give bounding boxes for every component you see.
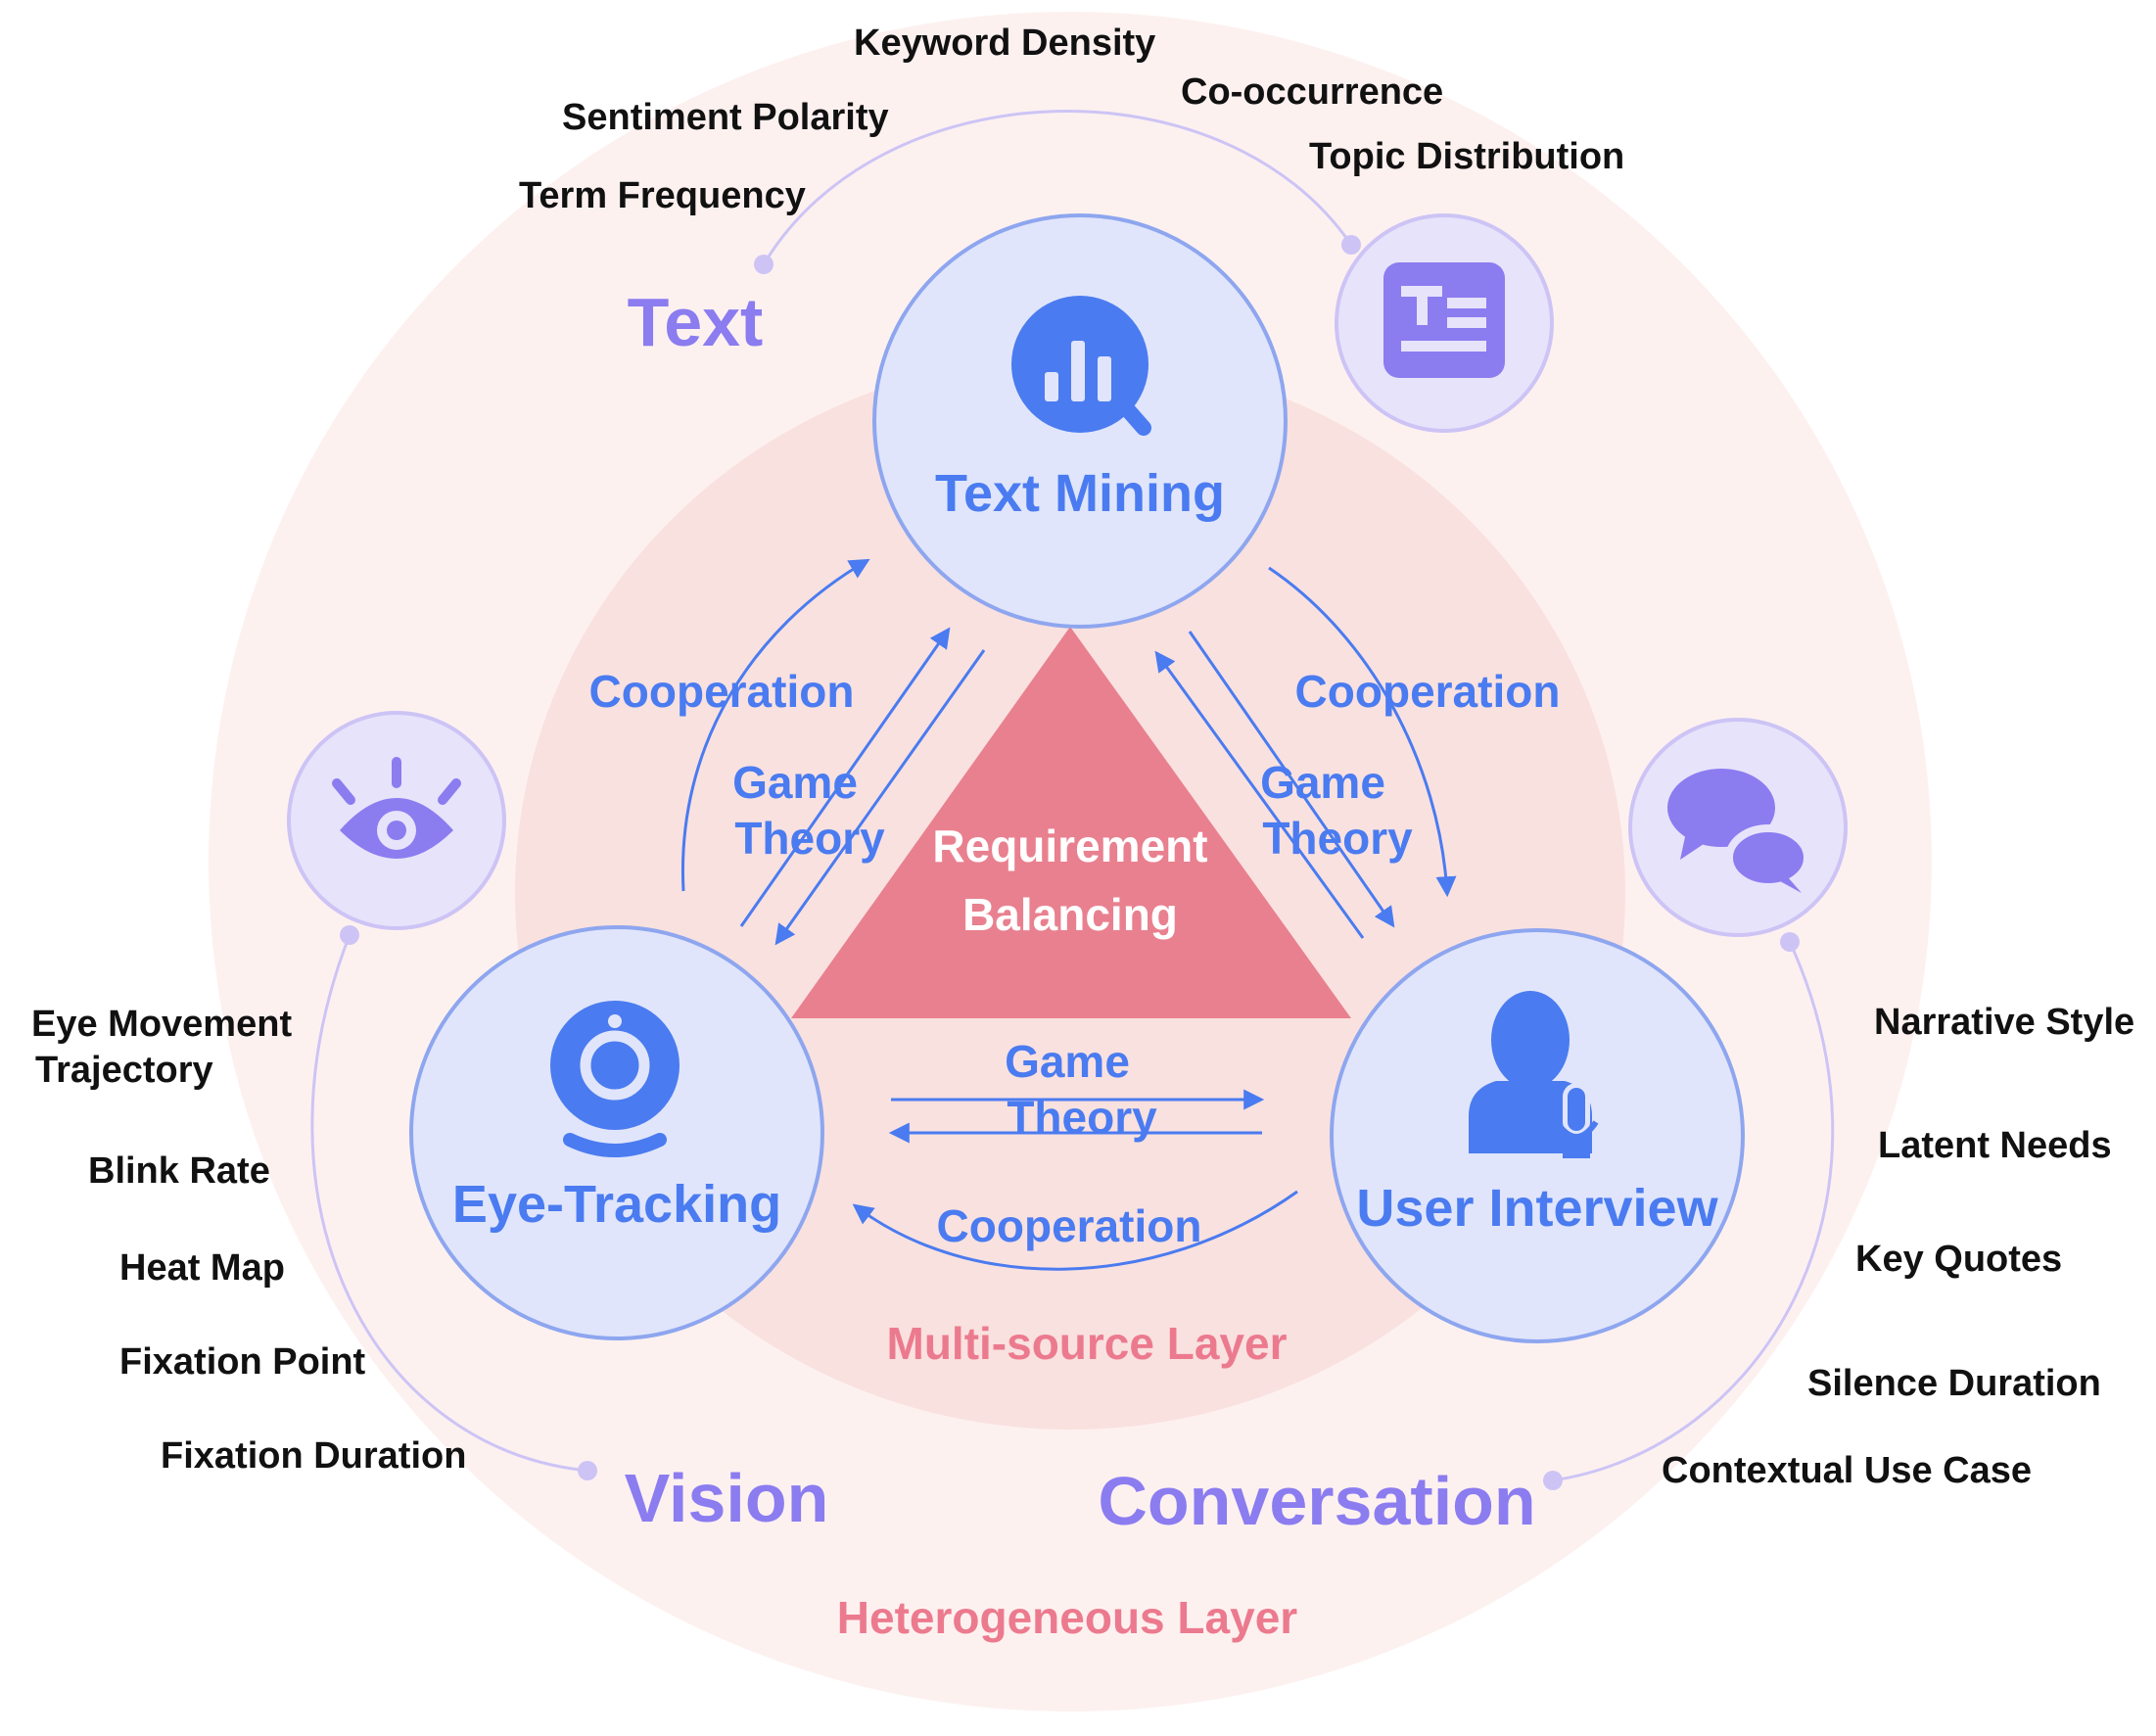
text-feature-connector xyxy=(762,110,1353,265)
right-game-arrow-up xyxy=(1154,650,1365,939)
multisource-layer-label: Multi-source Layer xyxy=(887,1318,1288,1369)
feature-narrative-style: Narrative Style xyxy=(1874,1002,2134,1043)
left-cooperation-arrow xyxy=(680,558,870,892)
feature-keyword-density: Keyword Density xyxy=(854,23,1155,64)
left-cooperation-label: Cooperation xyxy=(589,666,855,717)
conversation-modality-badge xyxy=(1628,718,1848,937)
vision-feature-connector xyxy=(310,934,588,1473)
feature-fixation-point: Fixation Point xyxy=(119,1341,366,1383)
vision-connector-dot-bottom xyxy=(578,1461,597,1480)
right-game-label-2: Theory xyxy=(1262,813,1413,864)
vision-connector-dot-top xyxy=(340,925,359,945)
right-game-arrow-down xyxy=(1188,631,1395,928)
feature-sentiment-polarity: Sentiment Polarity xyxy=(562,97,889,138)
right-game-label-1: Game xyxy=(1260,757,1385,808)
feature-co-occurrence: Co-occurrence xyxy=(1181,71,1443,113)
text-modality-badge xyxy=(1335,213,1554,433)
bottom-cooperation-arrow xyxy=(852,1190,1298,1271)
user-interview-label: User Interview xyxy=(1356,1179,1718,1238)
feature-fixation-duration: Fixation Duration xyxy=(161,1435,466,1477)
conversation-connector-dot-bottom xyxy=(1543,1471,1563,1490)
feature-eye-movement: Eye Movement xyxy=(31,1004,292,1045)
webcam-icon xyxy=(550,1001,680,1157)
vision-modality-badge xyxy=(287,711,506,930)
eye-tracking-node: Eye-Tracking xyxy=(409,925,824,1340)
left-game-label-1: Game xyxy=(732,757,858,808)
text-connector-dot-right xyxy=(1341,235,1361,255)
user-microphone-icon xyxy=(1469,991,1599,1158)
user-interview-node: User Interview xyxy=(1330,928,1745,1343)
chart-search-icon xyxy=(1011,296,1151,436)
heterogeneous-layer-label: Heterogeneous Layer xyxy=(837,1592,1297,1643)
feature-latent-needs: Latent Needs xyxy=(1878,1125,2112,1166)
bottom-game-label-2: Theory xyxy=(1007,1092,1157,1143)
text-modality-label: Text xyxy=(628,284,764,360)
vision-modality-label: Vision xyxy=(625,1460,829,1536)
feature-topic-distribution: Topic Distribution xyxy=(1309,136,1624,177)
center-label-line2: Balancing xyxy=(962,889,1178,940)
center-label-line1: Requirement xyxy=(932,821,1207,871)
text-document-icon xyxy=(1383,262,1505,378)
left-game-arrow-up xyxy=(739,627,951,927)
right-cooperation-arrow xyxy=(1268,566,1457,898)
feature-contextual-use-case: Contextual Use Case xyxy=(1662,1450,2032,1491)
text-mining-label: Text Mining xyxy=(935,464,1225,523)
left-game-label-2: Theory xyxy=(734,813,885,864)
feature-key-quotes: Key Quotes xyxy=(1855,1239,2062,1280)
bottom-cooperation-label: Cooperation xyxy=(937,1200,1202,1251)
conversation-feature-connector xyxy=(1552,941,1835,1482)
chat-bubbles-icon xyxy=(1667,769,1811,893)
conversation-connector-dot-top xyxy=(1780,932,1800,952)
feature-trajectory: Trajectory xyxy=(35,1050,213,1091)
feature-blink-rate: Blink Rate xyxy=(88,1150,270,1192)
left-game-arrow-down xyxy=(774,649,986,946)
feature-term-frequency: Term Frequency xyxy=(519,175,806,216)
conversation-modality-label: Conversation xyxy=(1098,1463,1535,1539)
requirement-balancing-triangle xyxy=(791,627,1351,1018)
eye-icon xyxy=(332,757,461,859)
eye-tracking-label: Eye-Tracking xyxy=(452,1175,781,1234)
feature-silence-duration: Silence Duration xyxy=(1807,1363,2101,1404)
feature-heat-map: Heat Map xyxy=(119,1247,285,1289)
text-mining-node: Text Mining xyxy=(872,213,1288,629)
text-connector-dot-left xyxy=(754,255,773,274)
bottom-game-label-1: Game xyxy=(1005,1036,1130,1087)
right-cooperation-label: Cooperation xyxy=(1295,666,1561,717)
